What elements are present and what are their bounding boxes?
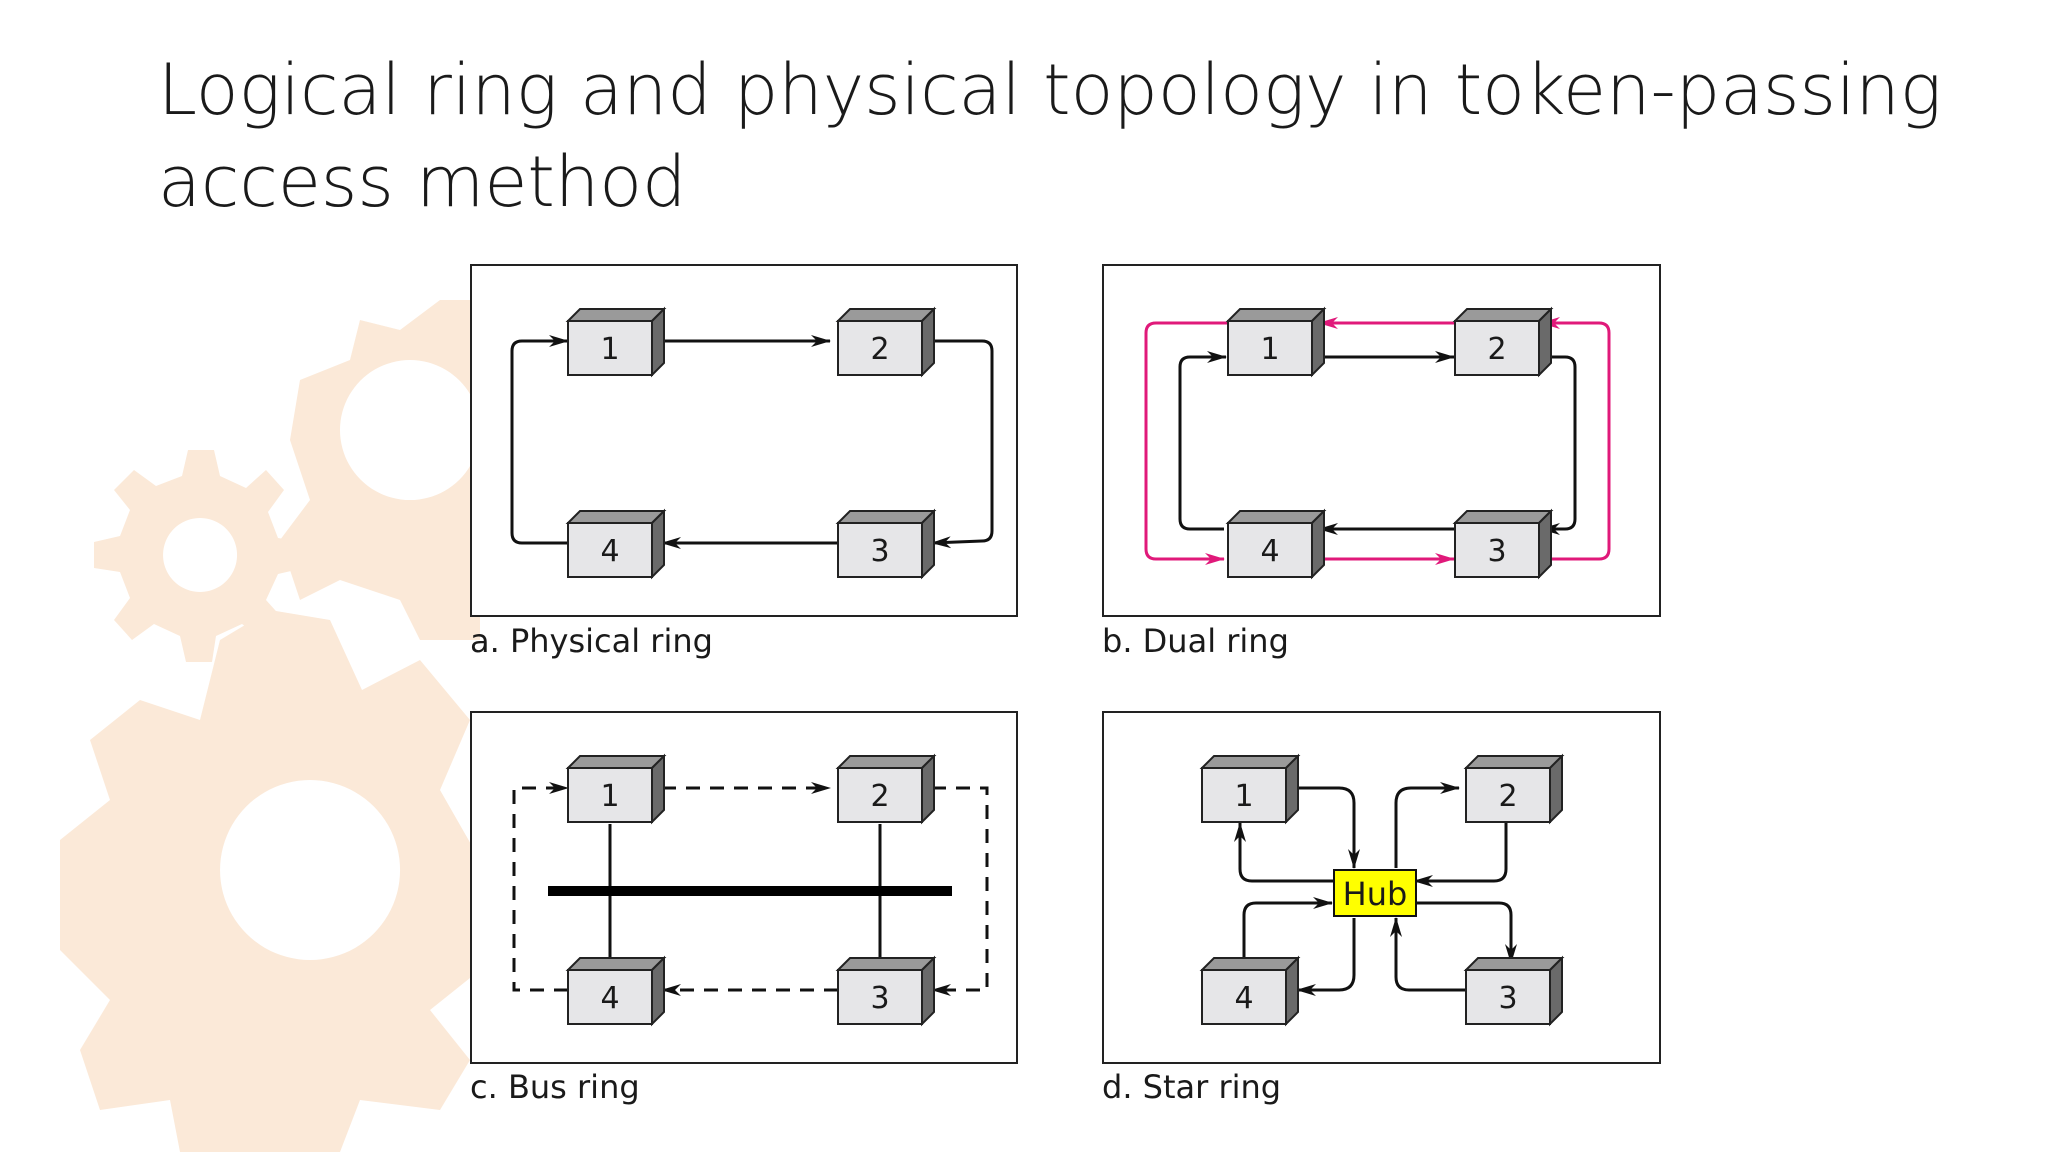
node-4: 4 (565, 508, 667, 580)
primary-link-2-to-3 (1540, 355, 1577, 535)
dual-ring-panel: 1 2 3 4 (1102, 264, 1661, 617)
hub-box: Hub (1333, 869, 1417, 917)
dual-ring-diagram: 1 2 3 4 (1144, 306, 1611, 580)
node-1: 1 (565, 753, 667, 825)
node-2: 2 (835, 753, 937, 825)
node-2-label: 2 (870, 332, 889, 367)
physical-ring-diagram: 1 2 3 4 (510, 306, 994, 580)
star-ring-panel: Hub 1 2 3 (1102, 711, 1661, 1064)
link-4-to-hub (1242, 897, 1333, 958)
node-4: 4 (1199, 955, 1301, 1027)
node-2: 2 (1452, 306, 1554, 378)
node-3: 3 (1452, 508, 1554, 580)
node-1-label: 1 (1234, 779, 1253, 814)
node-4-label: 4 (600, 981, 619, 1016)
star-ring-caption: d. Star ring (1102, 1068, 1282, 1106)
logical-link-2-to-3 (931, 786, 989, 996)
link-2-to-hub (1413, 823, 1508, 887)
node-1-label: 1 (600, 779, 619, 814)
primary-link-4-to-1 (1178, 351, 1227, 531)
node-2-label: 2 (1498, 779, 1517, 814)
node-3-label: 3 (1498, 981, 1517, 1016)
node-1: 1 (1199, 753, 1301, 825)
hub-label: Hub (1343, 875, 1408, 913)
node-2-label: 2 (1487, 332, 1506, 367)
bus-ring-caption: c. Bus ring (470, 1068, 640, 1106)
node-4-label: 4 (1260, 534, 1279, 569)
node-1: 1 (565, 306, 667, 378)
bus-ring-diagram: 1 2 3 4 (512, 753, 989, 1027)
link-4-to-1 (510, 335, 569, 545)
link-2-to-3 (931, 339, 994, 549)
node-4: 4 (1225, 508, 1327, 580)
large-gear-shape (60, 610, 480, 1152)
node-1-label: 1 (1260, 332, 1279, 367)
node-2: 2 (1463, 753, 1565, 825)
dual-ring-caption: b. Dual ring (1102, 622, 1289, 660)
node-3-label: 3 (870, 534, 889, 569)
link-3-to-hub (1390, 917, 1466, 992)
link-hub-to-4 (1296, 918, 1356, 996)
link-hub-to-2 (1394, 782, 1460, 868)
node-2: 2 (835, 306, 937, 378)
node-3: 3 (835, 508, 937, 580)
node-4: 4 (565, 955, 667, 1027)
upper-gear-shape (280, 300, 480, 640)
node-3: 3 (835, 955, 937, 1027)
background-gears-decoration (60, 300, 480, 1152)
node-3-label: 3 (1487, 534, 1506, 569)
bus-ring-panel: 1 2 3 4 (470, 711, 1018, 1064)
node-4-label: 4 (600, 534, 619, 569)
secondary-link-3-to-2 (1539, 317, 1611, 561)
star-ring-diagram: Hub 1 2 3 (1199, 753, 1565, 1027)
node-3: 3 (1463, 955, 1565, 1027)
link-1-to-hub (1294, 786, 1360, 869)
secondary-link-1-to-4 (1144, 321, 1228, 565)
small-gear-shape (94, 450, 304, 662)
logical-link-4-to-1 (512, 782, 569, 992)
physical-ring-panel: 1 2 3 4 (470, 264, 1018, 617)
node-3-label: 3 (870, 981, 889, 1016)
node-1-label: 1 (600, 332, 619, 367)
physical-ring-caption: a. Physical ring (470, 622, 713, 660)
link-hub-to-1 (1234, 822, 1336, 883)
link-hub-to-3 (1414, 901, 1517, 964)
slide-title: Logical ring and physical topology in to… (158, 49, 1942, 223)
node-2-label: 2 (870, 779, 889, 814)
node-4-label: 4 (1234, 981, 1253, 1016)
node-1: 1 (1225, 306, 1327, 378)
